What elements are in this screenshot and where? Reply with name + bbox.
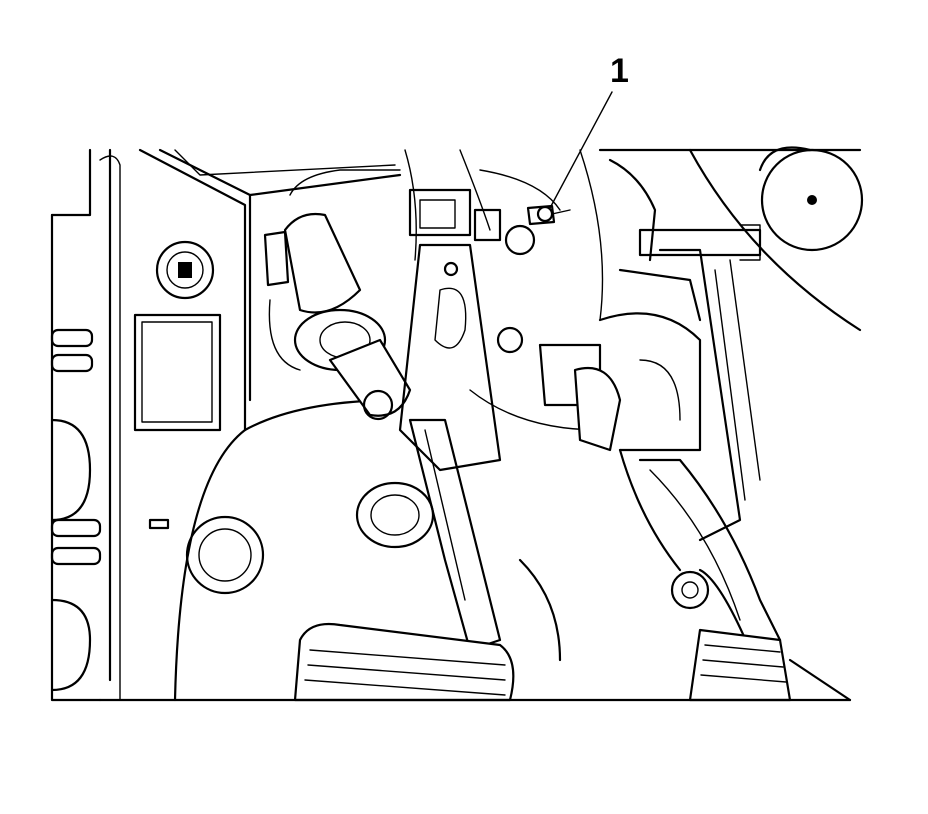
callout-leader-line — [549, 91, 613, 209]
pedal-bracket — [398, 149, 601, 472]
callout-target-fastener — [526, 204, 571, 226]
right-side-panel — [598, 146, 864, 332]
left-body-panel — [50, 148, 121, 702]
dash-panel — [133, 148, 402, 702]
actuator-motor — [263, 169, 412, 421]
accelerator-mechanism — [538, 149, 761, 610]
brake-pedal — [293, 418, 562, 702]
callout-label-1: 1 — [610, 52, 629, 90]
